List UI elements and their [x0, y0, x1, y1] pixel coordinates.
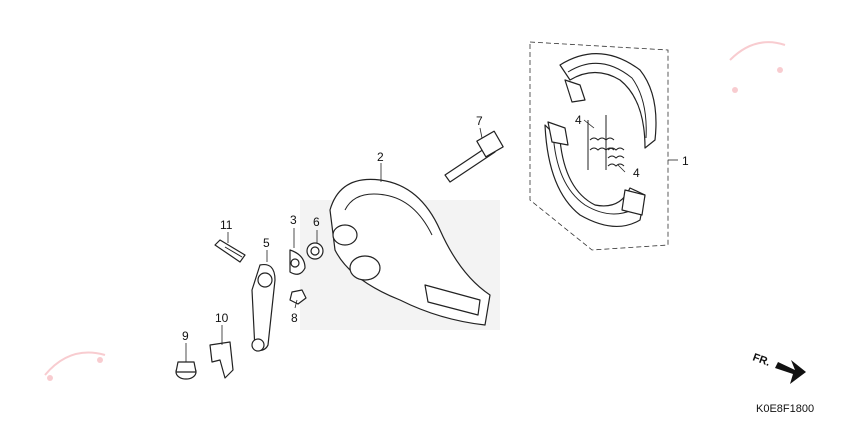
callout-2: 2 [377, 150, 384, 164]
callout-11: 11 [220, 218, 233, 232]
front-direction-arrow: FR. [751, 352, 806, 384]
brake-shoe-upper [559, 53, 657, 149]
spring-upper [587, 115, 615, 170]
brake-shoe-lower [544, 121, 646, 228]
callout-10: 10 [215, 311, 229, 325]
callout-7: 7 [476, 114, 483, 128]
leader-lines [185, 119, 626, 362]
brake-panel [329, 178, 491, 326]
flange-nut [175, 361, 197, 380]
arm-nut [289, 289, 307, 305]
shoe-assembly-bracket [529, 41, 678, 251]
joint-plate [209, 341, 234, 379]
bolt [214, 239, 246, 263]
dust-seal [306, 242, 324, 260]
direction-label: FR. [751, 352, 772, 369]
brake-cam [444, 130, 504, 183]
indicator-plate [289, 249, 306, 275]
callout-9: 9 [182, 329, 189, 343]
callout-6: 6 [313, 215, 320, 229]
callout-4-upper: 4 [575, 113, 582, 127]
callout-5: 5 [263, 236, 270, 250]
brake-arm [251, 263, 276, 352]
callout-1: 1 [682, 154, 689, 168]
watermark-logo [44, 41, 786, 381]
spring-lower [607, 147, 625, 167]
drawing-code: K0E8F1800 [756, 403, 814, 415]
callout-3: 3 [290, 213, 297, 227]
callout-8: 8 [291, 311, 298, 325]
callout-4-lower: 4 [633, 166, 640, 180]
